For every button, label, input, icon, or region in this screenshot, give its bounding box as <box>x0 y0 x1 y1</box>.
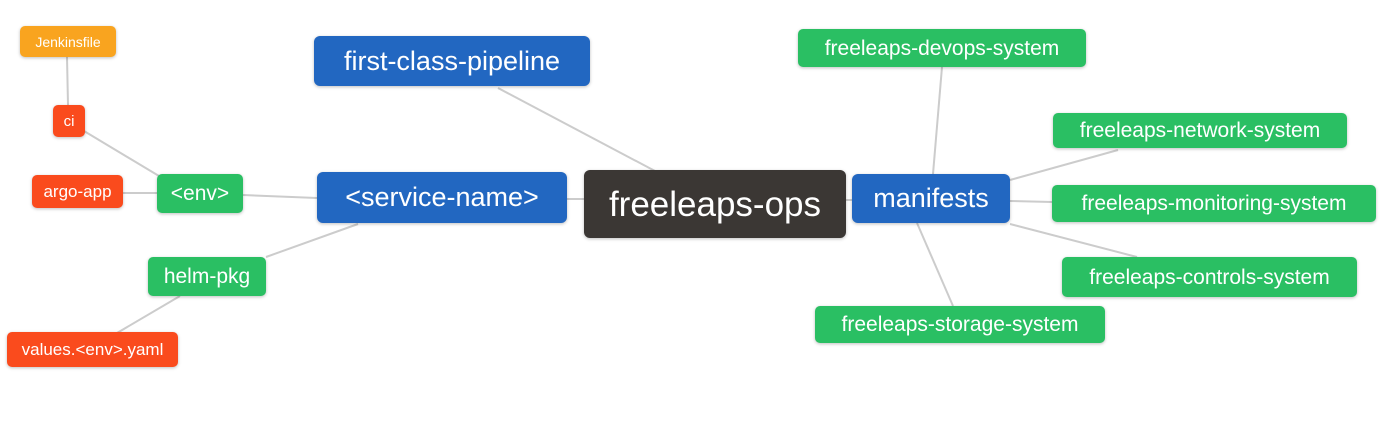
node-ci[interactable]: ci <box>53 105 85 137</box>
edge-first-class-pipeline-freeleaps-ops <box>497 87 656 172</box>
edge-manifests-network-system <box>1009 149 1119 181</box>
edge-env-service-name <box>242 194 318 199</box>
node-service-name[interactable]: <service-name> <box>317 172 567 223</box>
node-freeleaps-monitoring-system[interactable]: freeleaps-monitoring-system <box>1052 185 1376 222</box>
node-env[interactable]: <env> <box>157 174 243 213</box>
node-freeleaps-storage-system[interactable]: freeleaps-storage-system <box>815 306 1105 343</box>
node-helm-pkg[interactable]: helm-pkg <box>148 257 266 296</box>
edge-manifests-monitoring-system <box>1009 200 1053 203</box>
edge-manifests-storage-system <box>916 222 954 307</box>
node-freeleaps-controls-system[interactable]: freeleaps-controls-system <box>1062 257 1357 297</box>
edge-ci-env <box>83 130 160 177</box>
edge-jenkinsfile-ci <box>66 56 69 106</box>
node-argo-app[interactable]: argo-app <box>32 175 123 208</box>
node-freeleaps-devops-system[interactable]: freeleaps-devops-system <box>798 29 1086 67</box>
edge-service-name-helm-pkg <box>265 223 359 258</box>
edge-manifests-devops-system <box>932 66 943 175</box>
edge-manifests-controls-system <box>1009 223 1138 258</box>
node-first-class-pipeline[interactable]: first-class-pipeline <box>314 36 590 86</box>
node-manifests[interactable]: manifests <box>852 174 1010 223</box>
node-values-env-yaml[interactable]: values.<env>.yaml <box>7 332 178 367</box>
edge-helm-pkg-values-env-yaml <box>116 295 181 334</box>
node-freeleaps-ops-root[interactable]: freeleaps-ops <box>584 170 846 238</box>
node-jenkinsfile[interactable]: Jenkinsfile <box>20 26 116 57</box>
node-freeleaps-network-system[interactable]: freeleaps-network-system <box>1053 113 1347 148</box>
